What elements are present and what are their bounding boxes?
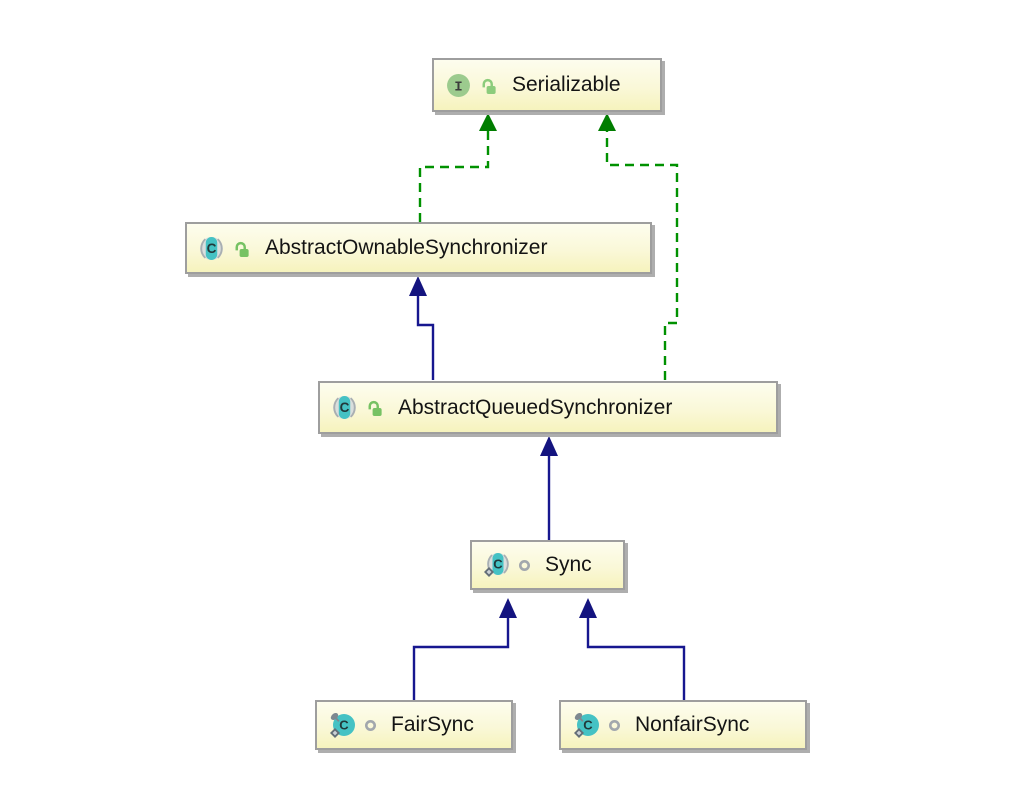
class-node-fairsync[interactable]: C FairSync xyxy=(315,700,513,750)
class-name-label: Sync xyxy=(545,553,592,576)
final-static-class-icon: C xyxy=(329,712,356,739)
abstract-class-icon: C xyxy=(332,395,357,420)
class-name-label: AbstractQueuedSynchronizer xyxy=(398,395,673,419)
svg-text:C: C xyxy=(207,241,217,256)
svg-text:C: C xyxy=(493,557,503,572)
edge-extends-nonfairsync-sync xyxy=(579,598,686,700)
final-static-class-icon: C xyxy=(573,712,600,739)
class-node-sync[interactable]: C Sync xyxy=(470,540,625,590)
interface-icon: I xyxy=(446,73,471,98)
edge-extends-fairsync-sync xyxy=(412,598,517,700)
class-node-abstractqueuedsynchronizer[interactable]: C AbstractQueuedSynchronizer xyxy=(318,381,778,434)
class-name-label: FairSync xyxy=(391,713,474,736)
class-node-nonfairsync[interactable]: C NonfairSync xyxy=(559,700,807,750)
static-diamond-badge xyxy=(574,727,584,738)
lock-open-icon xyxy=(479,76,498,95)
class-name-label: Serializable xyxy=(512,73,621,96)
lock-open-icon xyxy=(232,239,251,258)
static-diamond-badge xyxy=(330,727,340,738)
edge-extends-sync-abstractqueuedsynchronizer xyxy=(540,436,558,540)
final-pin-badge xyxy=(574,712,584,722)
class-name-label: NonfairSync xyxy=(635,713,750,736)
class-node-abstractownablesynchronizer[interactable]: C AbstractOwnableSynchronizer xyxy=(185,222,652,274)
package-private-icon xyxy=(518,559,531,572)
abstract-static-class-icon: C xyxy=(484,552,510,578)
svg-text:C: C xyxy=(339,717,349,732)
class-name-label: AbstractOwnableSynchronizer xyxy=(265,236,548,259)
abstract-class-icon: C xyxy=(199,236,224,261)
edge-implements-abstractownablesynchronizer-serializable xyxy=(418,113,497,222)
class-node-serializable[interactable]: I Serializable xyxy=(432,58,662,112)
svg-text:C: C xyxy=(583,717,593,732)
edge-extends-abstractqueuedsynchronizer-abstractownablesynchronizer xyxy=(409,276,435,380)
package-private-icon xyxy=(364,719,377,732)
package-private-icon xyxy=(608,719,621,732)
final-pin-badge xyxy=(330,712,340,722)
lock-open-icon xyxy=(365,398,384,417)
svg-text:I: I xyxy=(454,79,462,95)
static-diamond-badge xyxy=(484,567,494,577)
svg-text:C: C xyxy=(340,400,350,415)
